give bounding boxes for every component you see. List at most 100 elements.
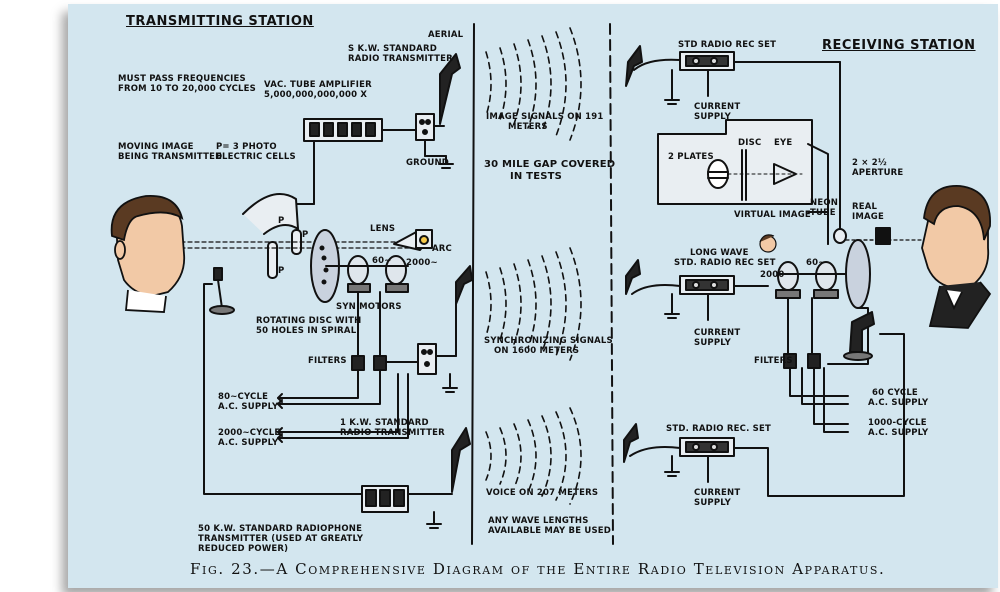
rx-motors [775, 261, 859, 299]
aerial-rx-3 [623, 423, 639, 463]
label-50kw-3: REDUCED POWER) [198, 544, 289, 554]
aerial-rx-2 [625, 259, 641, 295]
label-disc: DISC [738, 138, 762, 148]
face-receive [921, 185, 992, 329]
label-current-1b: SUPPLY [694, 112, 731, 122]
label-arc: ARC [432, 244, 452, 254]
label-aperture-2: APERTURE [852, 168, 904, 178]
label-sync-signals-2: ON 1600 METERS [494, 346, 580, 356]
label-voice: VOICE ON 207 METERS [486, 488, 599, 498]
label-aerial: AERIAL [428, 30, 464, 40]
label-gap-2: IN TESTS [510, 171, 563, 182]
label-2000-tx: 2000~ [406, 258, 438, 268]
lens-arc [393, 229, 433, 251]
label-50kw-2: TRANSMITTER (USED AT GREATLY [198, 534, 364, 544]
label-current-2a: CURRENT [694, 328, 741, 338]
label-current-3b: SUPPLY [694, 498, 731, 508]
label-80-supply-2: A.C. SUPPLY [218, 402, 279, 412]
aerial-1 [439, 53, 461, 125]
label-filters-rx: FILTERS [754, 356, 793, 366]
label-80-supply-1: 80~CYCLE [218, 392, 269, 402]
label-neon-2: TUBE [810, 208, 836, 218]
label-p-2: P [302, 230, 309, 240]
loudspeaker-rx [843, 311, 875, 361]
syn-motors [325, 255, 409, 293]
label-photo-cells-1: P= 3 PHOTO [216, 142, 277, 152]
label-moving-image-2: BEING TRANSMITTED [118, 152, 223, 162]
figure-caption: Fig. 23.—A Comprehensive Diagram of the … [190, 560, 886, 578]
five-kw-transmitter [415, 113, 435, 141]
aperture [875, 227, 891, 245]
label-current-2b: SUPPLY [694, 338, 731, 348]
vac-tube-amplifier [303, 118, 383, 142]
label-rotating-disc-2: 50 HOLES IN SPIRAL [256, 326, 357, 336]
label-image-signals-1: IMAGE SIGNALS ON 191 [486, 112, 604, 122]
label-50kw-1: 50 K.W. STANDARD RADIOPHONE [198, 524, 363, 534]
label-virtual-image: VIRTUAL IMAGE [734, 210, 811, 220]
label-must-pass-2: FROM 10 TO 20,000 CYCLES [118, 84, 256, 94]
label-1kw-2: RADIO TRANSMITTER [340, 428, 445, 438]
header-receiving-station: RECEIVING STATION [822, 38, 976, 53]
divider-left [471, 23, 475, 545]
microphone-tx [209, 267, 235, 315]
label-2000-rx: 2000~ [760, 270, 792, 280]
label-syn-motors: SYN MOTORS [336, 302, 402, 312]
label-real-image-1: REAL [852, 202, 878, 212]
label-2000-supply-2: A.C. SUPPLY [218, 438, 279, 448]
label-image-signals-2: METERS [508, 122, 548, 132]
diagram-drawing [110, 23, 992, 545]
label-sync-signals-1: SYNCHRONIZING SIGNALS [484, 336, 613, 346]
diagram-canvas: TRANSMITTING STATION RECEIVING STATION A… [68, 4, 998, 588]
one-kw-transmitter [417, 343, 437, 375]
rec-set-1 [679, 51, 735, 71]
label-lens: LENS [370, 224, 396, 234]
label-filters-tx: FILTERS [308, 356, 347, 366]
aerial-3 [451, 427, 471, 493]
label-1000-cycle-rx-2: A.C. SUPPLY [868, 428, 929, 438]
label-60-cycle-rx-1: 60 CYCLE [872, 388, 918, 398]
label-real-image-2: IMAGE [852, 212, 884, 222]
label-vac-tube-1: VAC. TUBE AMPLIFIER [264, 80, 372, 90]
fifty-kw-transmitter [361, 485, 409, 513]
header-transmitting-station: TRANSMITTING STATION [126, 14, 314, 29]
filters-tx-boxes [351, 355, 387, 371]
rec-set-3 [679, 437, 735, 457]
label-current-1a: CURRENT [694, 102, 741, 112]
label-long-wave-2: STD. RADIO REC SET [674, 258, 776, 268]
label-p-1: P [278, 216, 285, 226]
label-vac-tube-2: 5,000,000,000,000 X [264, 90, 368, 100]
label-skw-2: RADIO TRANSMITTER [348, 54, 453, 64]
label-std-rec-1: STD RADIO REC SET [678, 40, 777, 50]
neon-inset [657, 119, 813, 205]
label-neon-1: NEON [810, 198, 839, 208]
label-1kw-1: 1 K.W. STANDARD [340, 418, 429, 428]
virtual-image-face [759, 234, 777, 253]
label-gap-1: 30 MILE GAP COVERED [484, 159, 616, 170]
label-any-wave-1: ANY WAVE LENGTHS [488, 516, 589, 526]
rotating-disc-rx [845, 239, 871, 309]
label-60-cycle-rx-2: A.C. SUPPLY [868, 398, 929, 408]
label-moving-image-1: MOVING IMAGE [118, 142, 194, 152]
label-must-pass-1: MUST PASS FREQUENCIES [118, 74, 246, 84]
label-long-wave-1: LONG WAVE [690, 248, 749, 258]
label-two-plates: 2 PLATES [668, 152, 714, 162]
ground-symbol-1 [438, 155, 454, 169]
label-photo-cells-2: ELECTRIC CELLS [216, 152, 296, 162]
face-transmit [110, 195, 186, 313]
radio-waves [485, 27, 582, 505]
label-1000-cycle-rx-1: 1000-CYCLE [868, 418, 927, 428]
aerial-rx-1 [625, 45, 643, 87]
label-p-3: P [278, 266, 285, 276]
label-current-3a: CURRENT [694, 488, 741, 498]
label-60-rx: 60~ [806, 258, 826, 268]
label-skw-1: S K.W. STANDARD [348, 44, 437, 54]
label-60-tx: 60~ [372, 256, 392, 266]
label-aperture-1: 2 × 2½ [852, 158, 887, 168]
label-ground: GROUND [406, 158, 450, 168]
photo-cells [242, 193, 302, 279]
label-rotating-disc-1: ROTATING DISC WITH [256, 316, 362, 326]
aerial-2 [455, 265, 473, 305]
divider-right [609, 23, 614, 545]
rec-set-2 [679, 275, 735, 295]
filters-rx-boxes [783, 353, 821, 369]
